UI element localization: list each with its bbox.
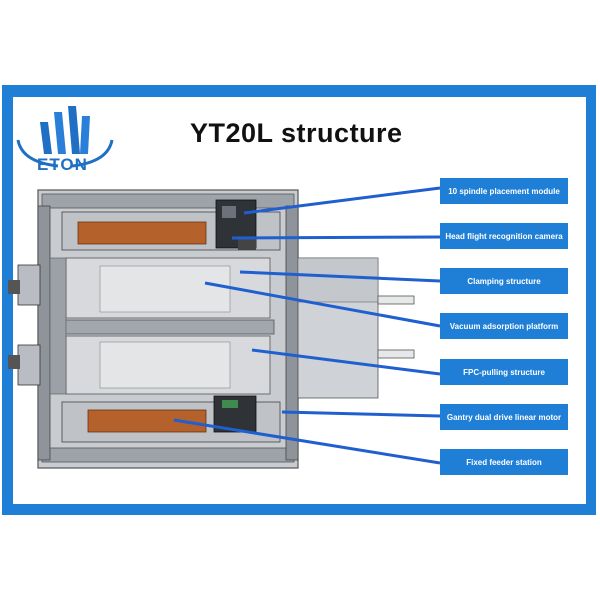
leader-line-1 [243,186,441,215]
label-gantry-motor: Gantry dual drive linear motor [440,404,568,430]
lower-platform-inner [99,341,231,389]
left-bracket-bottom [8,355,20,369]
page-title: YT20L structure [190,118,403,148]
leader-line-3 [239,270,441,283]
label-clamping-structure: Clamping structure [440,268,568,294]
left-bracket-top [8,280,20,294]
leader-lines [173,186,441,465]
left-rail [37,205,51,461]
lower-linear-motor [87,409,207,433]
fpc-tray-top [297,257,379,303]
label-feeder-station: Fixed feeder station [440,449,568,475]
left-conveyor [49,257,67,395]
upper-linear-motor [77,221,207,245]
label-vacuum-platform: Vacuum adsorption platform [440,313,568,339]
fpc-handle-upper [377,295,415,305]
leader-line-7 [173,418,441,465]
placement-head-detail [222,206,236,218]
middle-divider [59,319,275,335]
fpc-handle-lower [377,349,415,359]
leader-line-2 [231,235,441,240]
left-mount-top [17,264,41,306]
machine-bottom-rail [41,447,295,463]
upper-camera [238,238,256,250]
brand-name: ETON [37,155,88,174]
label-fpc-pulling: FPC-pulling structure [440,359,568,385]
upper-platform-inner [99,265,231,313]
lower-head-accent [222,400,238,408]
eton-logo-icon [16,106,114,168]
right-rail [285,205,299,461]
leader-line-4 [204,281,441,328]
label-placement-module: 10 spindle placement module [440,178,568,204]
leader-line-6 [281,410,441,418]
leader-line-5 [251,348,441,376]
left-mount-bottom [17,344,41,386]
label-head-flight-camera: Head flight recognition camera [440,223,568,249]
